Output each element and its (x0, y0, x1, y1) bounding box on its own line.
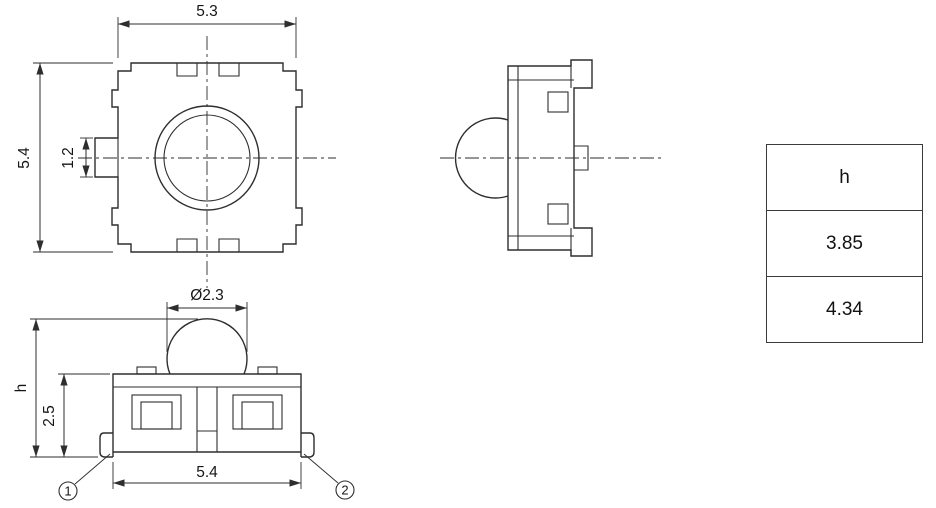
callout-2-label: 2 (341, 483, 348, 498)
dimension-total-height: h (13, 318, 198, 458)
front-view-dome (166, 318, 248, 375)
front-view-left-window-inner (140, 401, 173, 430)
top-view-top-terminal-marks (176, 63, 240, 77)
front-view-right-window-inner (241, 401, 274, 430)
front-view-right-window (232, 394, 283, 430)
dimension-total-height-label: h (13, 384, 30, 393)
side-view-middle-tab (574, 145, 589, 171)
front-view-right-latch-bump (257, 366, 278, 375)
front-view-left-window (131, 394, 182, 430)
callout-2: 2 (303, 453, 355, 500)
front-view: Ø2.3 h 2.5 5.4 (13, 287, 355, 501)
dimension-top-height-label: 5.4 (16, 147, 33, 169)
callout-2-circle (335, 480, 355, 500)
front-view-right-foot (301, 432, 315, 458)
top-view: 5.3 5.4 1.2 (16, 3, 336, 288)
front-view-center-post (196, 387, 218, 452)
dimension-side-tab: 1.2 (60, 137, 93, 178)
front-view-left-foot (99, 432, 113, 458)
front-view-left-latch-bump (136, 366, 157, 375)
side-view (440, 59, 665, 257)
top-view-body-outline (94, 62, 303, 253)
dimension-bottom-width-label: 5.4 (196, 464, 218, 481)
side-view-lower-latch (547, 203, 569, 225)
callout-1-circle (58, 481, 78, 501)
dimension-body-height-label: 2.5 (41, 405, 58, 427)
dimension-side-tab-label: 1.2 (60, 147, 77, 169)
dimension-top-width: 5.3 (117, 3, 297, 58)
dimension-top-width-label: 5.3 (196, 3, 218, 20)
callout-1: 1 (58, 453, 111, 501)
dimension-bottom-width: 5.4 (112, 462, 302, 489)
callout-1-label: 1 (64, 484, 71, 499)
spec-table-header: h (767, 145, 922, 211)
spec-table-value-row-2: 4.34 (826, 298, 863, 320)
top-view-button-rim-circle (154, 105, 260, 211)
front-view-body-outline (112, 373, 302, 457)
dimension-top-height: 5.4 (16, 62, 113, 253)
dimension-dome-diameter-label: Ø2.3 (190, 287, 224, 304)
top-view-button-dome-circle (163, 114, 251, 202)
side-view-upper-latch (547, 91, 569, 113)
spec-table-value-row-1: 3.85 (767, 211, 922, 277)
top-view-bottom-terminal-marks (176, 238, 240, 252)
dimension-body-height: 2.5 (41, 373, 110, 457)
height-spec-table: h 3.85 4.34 (766, 144, 923, 343)
side-view-dome (454, 117, 509, 199)
dimension-dome-diameter: Ø2.3 (166, 287, 248, 352)
